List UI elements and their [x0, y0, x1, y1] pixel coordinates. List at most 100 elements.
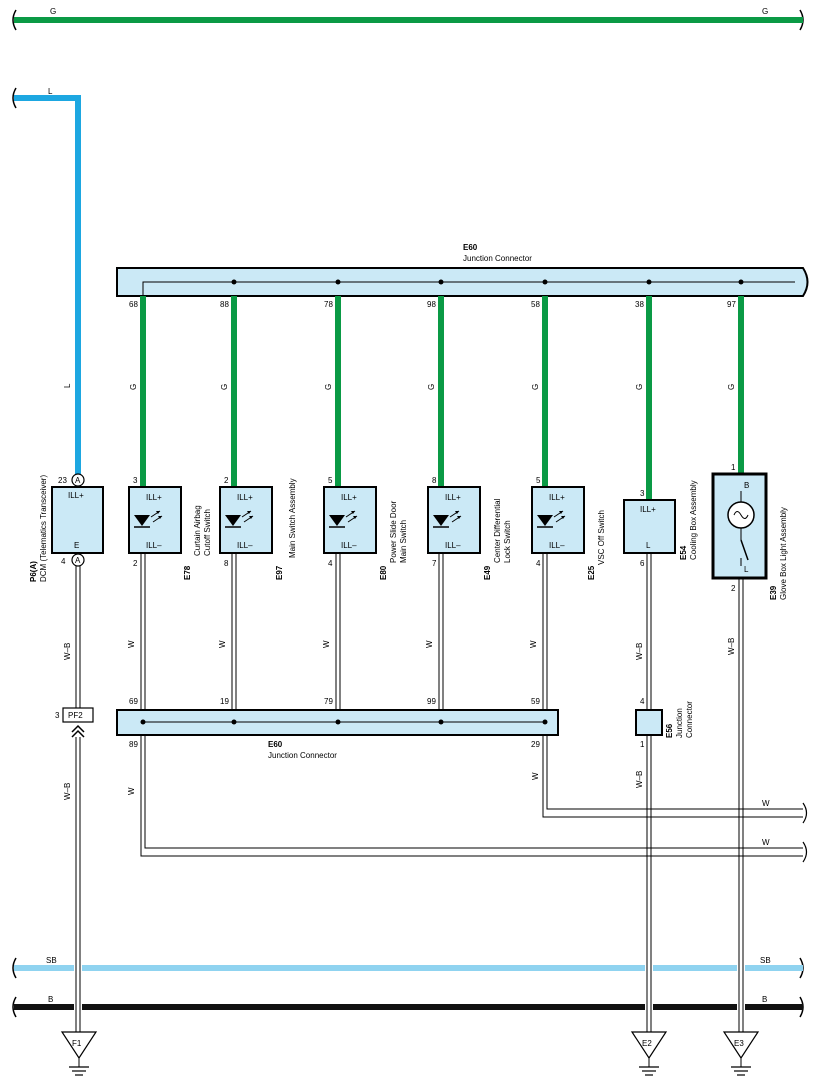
e60-top-code: E60	[463, 243, 478, 252]
e60-bottom-pin: 99	[427, 697, 436, 706]
led-icon	[433, 510, 462, 528]
switch-name: Center Differential	[493, 498, 502, 563]
pf2-label: PF2	[68, 711, 83, 720]
w-e60-lower-label: W	[127, 787, 136, 795]
g-drop-label: G	[220, 384, 229, 390]
e60-top-pin: 97	[727, 300, 736, 309]
e60-top-pin: 88	[220, 300, 229, 309]
switch-name2: Main Switch	[399, 520, 408, 563]
switch-e49: 8 7 ILL+ ILL– E49 Center Differential Lo…	[427, 476, 512, 580]
e60-top-name: Junction Connector	[463, 254, 532, 263]
switch-e80: 5 4 ILL+ ILL– E80 Power Slide Door Main …	[323, 476, 408, 580]
p6-dcm-component: A A 23 4 ILL+ E P6(A) DCM (Telematics Tr…	[29, 473, 104, 582]
e60-junction-top: E60 Junction Connector 68 88 78 98 58 38…	[116, 243, 809, 309]
e56-pin-top: 4	[640, 697, 645, 706]
e54-pin-bottom: 6	[640, 559, 645, 568]
switch-name: Curtain Airbag	[193, 505, 202, 556]
g-drop-label: G	[324, 384, 333, 390]
ground-icon	[639, 1066, 659, 1076]
switch-name: Main Switch Assembly	[288, 478, 297, 558]
switch-code: E78	[183, 565, 192, 580]
switch-name: Power Slide Door	[389, 500, 398, 563]
e54-pin-top: 3	[640, 489, 645, 498]
switch-e97: 2 8 ILL+ ILL– E97 Main Switch Assembly	[219, 476, 297, 580]
sb-wire: SB SB	[12, 956, 804, 979]
g-drop-wires: G G G G G G G	[129, 296, 744, 500]
e60-bottom-pin-29: 29	[531, 740, 540, 749]
switch-term-bottom: ILL–	[445, 541, 461, 550]
p6-connector-a-top: A	[75, 476, 81, 485]
e60-bottom-code: E60	[268, 740, 283, 749]
e56-name: Junction	[675, 708, 684, 738]
p6-ground-wires: W–B PF2 3 W–B	[55, 566, 94, 1032]
g-drop-label: G	[727, 384, 736, 390]
e39-term-bottom: L	[744, 565, 749, 574]
e54-name: Cooling Box Assembly	[689, 480, 698, 560]
e54-ground-wires: W–B 4 1 E56 Junction Connector W–B	[635, 553, 694, 1032]
switch-name: VSC Off Switch	[597, 510, 606, 565]
e60-bottom-pin: 59	[531, 697, 540, 706]
switch-pin-top: 8	[432, 476, 437, 485]
e56-connector	[635, 709, 663, 736]
w-right-label-1: W	[762, 799, 770, 808]
e60-top-pin: 78	[324, 300, 333, 309]
p6-term-e: E	[74, 541, 79, 550]
g-drop-label: G	[635, 384, 644, 390]
e39-pin-bottom: 2	[731, 584, 736, 593]
p6-name: DCM (Telematics Transceiver)	[39, 475, 48, 582]
e54-term-bottom: L	[646, 541, 651, 550]
p6-term-ill-plus: ILL+	[68, 491, 84, 500]
e60-bottom-pin-89: 89	[129, 740, 138, 749]
e60-bottom-pin: 79	[324, 697, 333, 706]
wb-e56-lower-label: W–B	[635, 771, 644, 788]
p6-pin-bottom: 4	[61, 557, 66, 566]
pf2-chevron-icon	[71, 724, 85, 738]
e39-pin-top: 1	[731, 463, 736, 472]
e39-ground-wires: W–B	[727, 578, 744, 1032]
p6-code: P6(A)	[29, 561, 38, 582]
switch-term-top: ILL+	[549, 493, 565, 502]
e39-glove-box-light: 1 2 B L E39 Glove Box Light Assembly	[711, 463, 788, 600]
sb-wire-label-left: SB	[46, 956, 57, 965]
switch-pin-top: 5	[328, 476, 333, 485]
w-drop-wires: W W W W W	[127, 553, 548, 710]
b-wire-label-right: B	[762, 995, 767, 1004]
led-icon	[329, 510, 358, 528]
led-icon	[134, 510, 163, 528]
ground-f1: F1	[60, 1031, 98, 1076]
switch-code: E97	[275, 565, 284, 580]
wb-p6-lower-label: W–B	[63, 783, 72, 800]
g-drop-label: G	[129, 384, 138, 390]
w-right-label-2: W	[762, 838, 770, 847]
e54-term-top: ILL+	[640, 505, 656, 514]
w-drop-label: W	[218, 640, 227, 648]
g-drop-label: G	[427, 384, 436, 390]
sb-wire-label-right: SB	[760, 956, 771, 965]
switch-pin-top: 3	[133, 476, 138, 485]
switch-pin-bottom: 8	[224, 559, 229, 568]
bus-crossings	[74, 963, 745, 1013]
b-wire-label-left: B	[48, 995, 53, 1004]
switch-code: E49	[483, 565, 492, 580]
w-drop-label: W	[322, 640, 331, 648]
switch-code: E80	[379, 565, 388, 580]
l-wire-label-vertical: L	[63, 383, 72, 388]
e60-bottom-pin: 69	[129, 697, 138, 706]
e56-code: E56	[665, 723, 674, 738]
ground-f1-label: F1	[72, 1039, 82, 1048]
switch-e25: 5 4 ILL+ ILL– E25 VSC Off Switch	[531, 476, 606, 580]
g-wire-label-right: G	[762, 7, 768, 16]
pf2-connector	[62, 707, 94, 723]
w-e25-lower-label: W	[531, 772, 540, 780]
wb-e39-label: W–B	[727, 638, 736, 655]
switch-term-bottom: ILL–	[146, 541, 162, 550]
l-blue-wire: L L	[12, 87, 81, 475]
led-icon	[225, 510, 254, 528]
switch-pin-bottom: 7	[432, 559, 437, 568]
e54-code: E54	[679, 545, 688, 560]
p6-connector-a-bottom: A	[75, 556, 81, 565]
w-drop-label: W	[529, 640, 538, 648]
ground-icon	[69, 1066, 89, 1076]
switch-name2: Lock Switch	[503, 520, 512, 563]
